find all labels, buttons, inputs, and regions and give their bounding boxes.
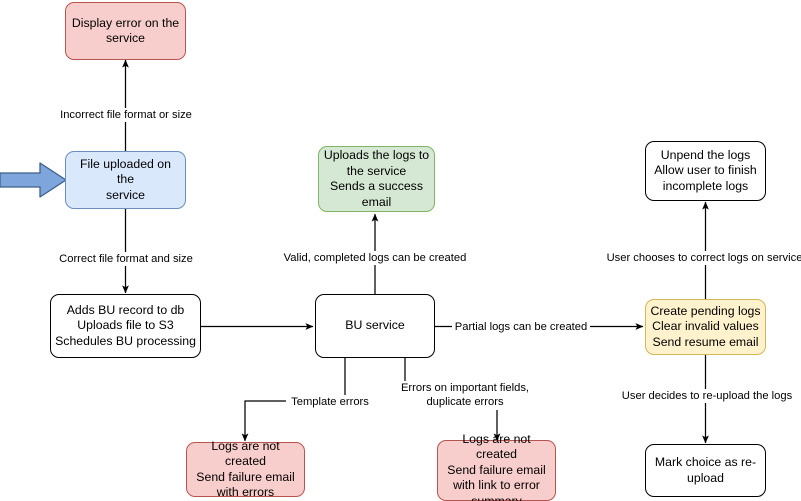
node-adds-bu-record[interactable]: Adds BU record to db Uploads file to S3 … [50,294,201,358]
edge-label-errors-important-fields: Errors on important fields, duplicate er… [391,381,539,409]
node-file-uploaded[interactable]: File uploaded on the service [65,151,186,209]
edge-label-valid-completed: Valid, completed logs can be created [270,251,480,265]
node-bu-service[interactable]: BU service [315,294,435,358]
node-mark-choice[interactable]: Mark choice as re- upload [645,444,766,497]
edge-label-incorrect-format: Incorrect file format or size [46,108,206,122]
edge-label-correct-format: Correct file format and size [46,252,206,266]
node-create-pending-logs[interactable]: Create pending logs Clear invalid values… [645,299,766,355]
node-display-error[interactable]: Display error on the service [65,2,186,60]
node-logs-not-created-errors[interactable]: Logs are not created Send failure email … [186,439,305,499]
node-uploads-logs[interactable]: Uploads the logs to the service Sends a … [318,146,435,212]
edge-label-user-decides-reupload: User decides to re-upload the logs [612,389,801,403]
input-block-arrow-icon [0,162,67,198]
edge-label-user-chooses-correct: User chooses to correct logs on service [602,251,801,265]
edge-label-template-errors: Template errors [286,395,374,409]
edge-label-partial-logs: Partial logs can be created [452,320,590,334]
node-logs-not-created-link[interactable]: Logs are not created Send failure email … [437,432,556,501]
node-unpend-logs[interactable]: Unpend the logs Allow user to finish inc… [645,141,766,201]
